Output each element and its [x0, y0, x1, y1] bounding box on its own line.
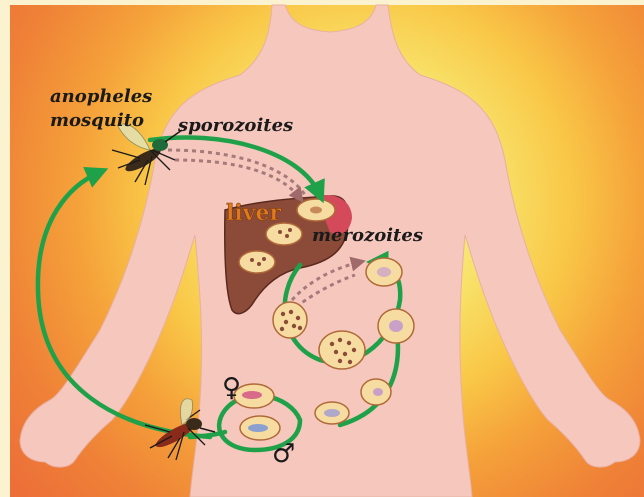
- label-merozoites: merozoites: [312, 225, 423, 246]
- label-mosquito: mosquito: [50, 110, 144, 131]
- label-sporozoites: sporozoites: [177, 115, 293, 136]
- blood-cell: [273, 302, 307, 338]
- blood-cell: [319, 331, 365, 369]
- male-symbol: ♂: [272, 439, 295, 469]
- female-symbol: ♀: [222, 373, 241, 403]
- label-liver: liver: [226, 200, 281, 226]
- label-anopheles: anopheles: [50, 86, 152, 107]
